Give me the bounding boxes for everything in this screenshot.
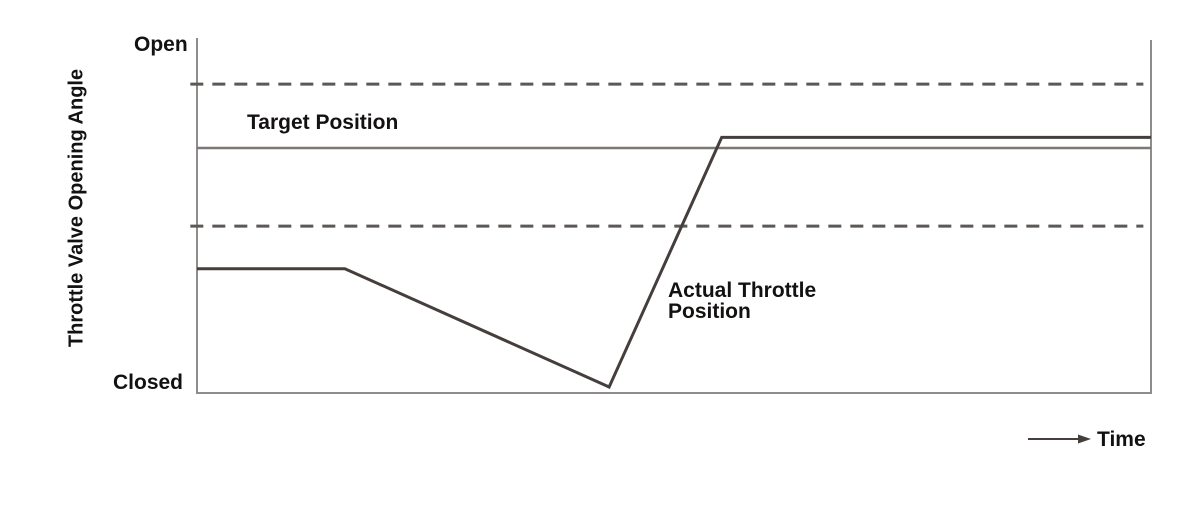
series-actual-throttle-position <box>197 135 1151 389</box>
actual-throttle-position-annotation: Actual Throttle Position <box>668 280 816 322</box>
y-axis-tick-open: Open <box>134 33 188 56</box>
actual-annotation-line1: Actual Throttle <box>668 279 817 302</box>
target-position-annotation: Target Position <box>247 111 399 134</box>
time-arrow-head-icon <box>1078 434 1091 444</box>
actual-annotation-line2: Position <box>668 300 751 323</box>
axis-frame <box>196 38 1152 394</box>
x-axis-title: Time <box>1097 428 1146 451</box>
y-axis-tick-closed: Closed <box>113 371 184 394</box>
y-axis-title: Throttle Valve Opening Angle <box>65 68 88 348</box>
